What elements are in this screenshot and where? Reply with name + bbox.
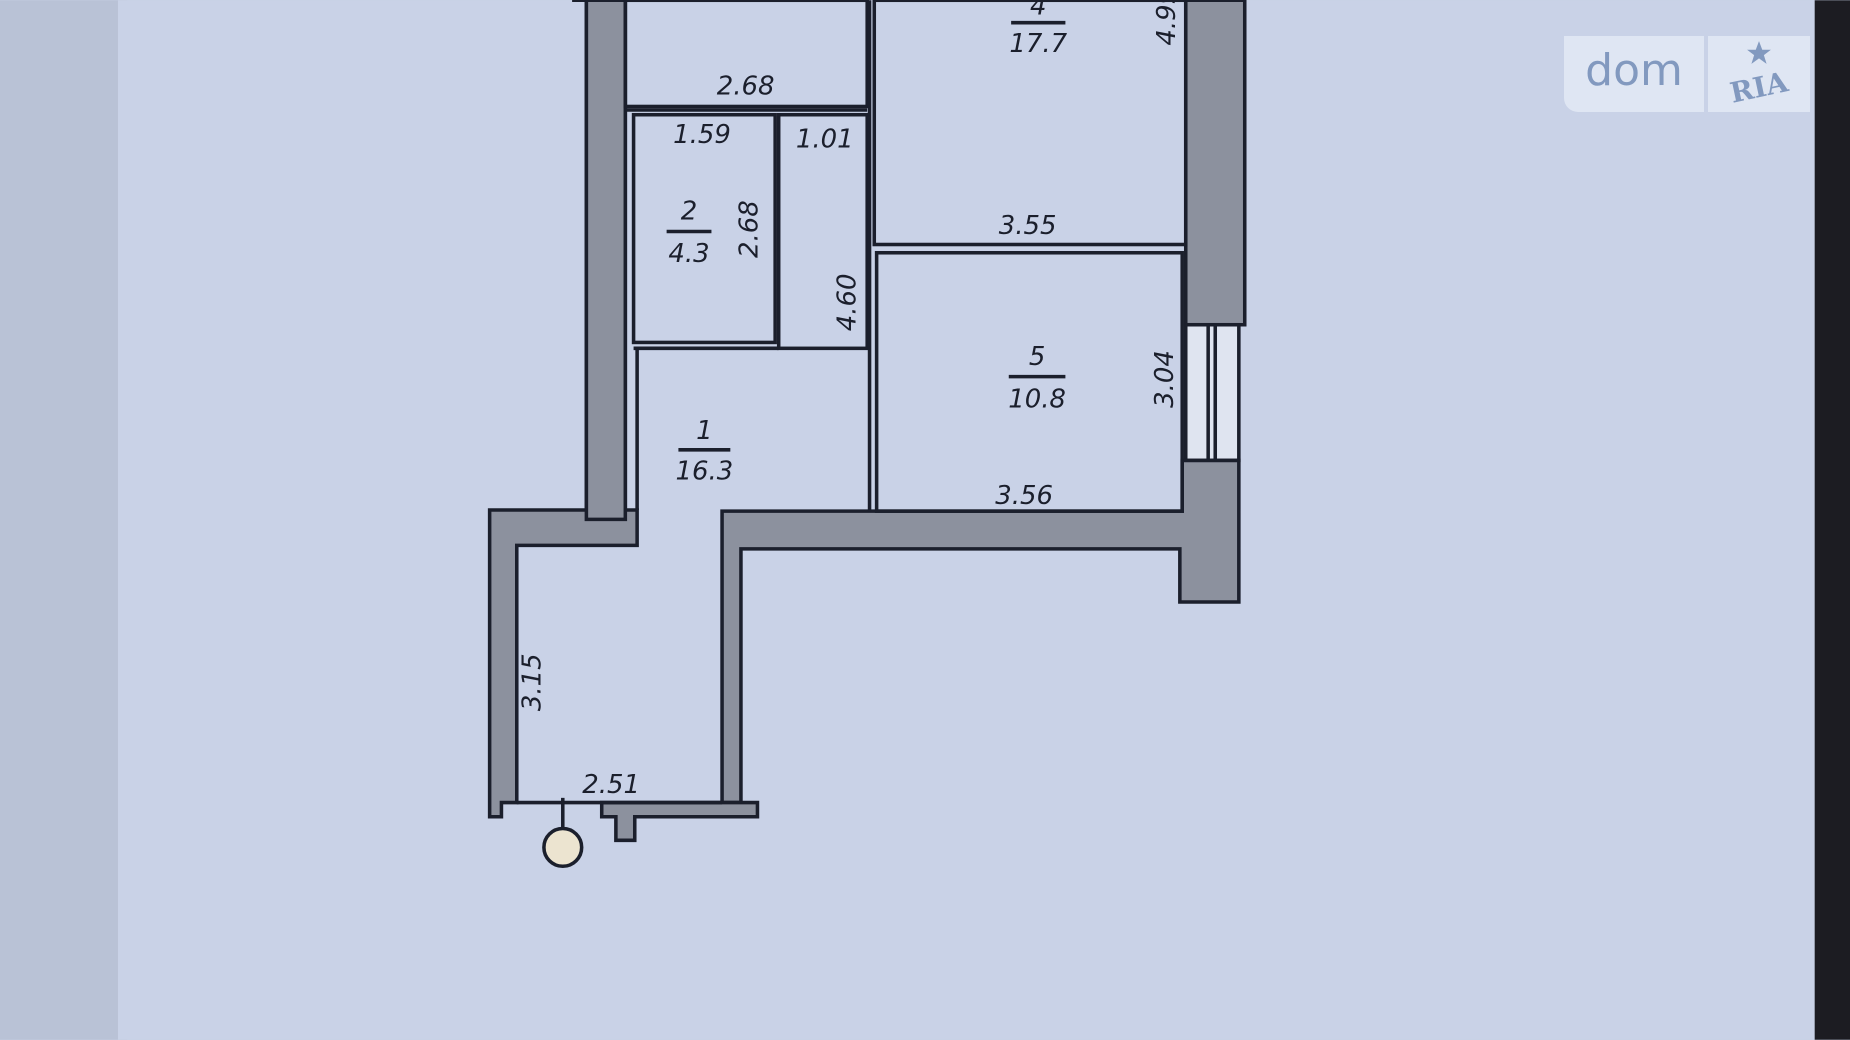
dim-room5-height: 3.04	[1150, 350, 1180, 408]
dim-room2-height: 2.68	[734, 200, 764, 258]
outer-wall-left-top	[572, 0, 628, 522]
watermark-dom: dom	[1564, 36, 1704, 112]
dim-room4-height: 4.99	[1152, 0, 1182, 46]
riser-pipe-icon	[542, 826, 584, 869]
corridor	[776, 112, 869, 351]
room-2	[631, 112, 777, 345]
room-4-area: 17.7	[1009, 29, 1067, 59]
watermark-ria-text: RIA	[1727, 65, 1791, 110]
dim-balcony-width: 2.51	[582, 770, 640, 800]
room-5	[874, 250, 1184, 513]
dim-balcony-height: 3.15	[517, 653, 547, 711]
balcony-sill	[599, 800, 760, 843]
window	[1183, 322, 1241, 463]
watermark-ria: RIA	[1708, 36, 1810, 112]
paper-edge-left	[0, 0, 128, 1040]
room-5-area: 10.8	[1008, 384, 1066, 414]
dim-room3-width: 2.68	[717, 72, 775, 102]
room-2-area: 4.3	[668, 239, 709, 269]
dim-corridor-length: 4.60	[832, 273, 862, 331]
room-3	[623, 0, 869, 109]
outer-wall-right	[1183, 0, 1247, 327]
dim-corridor-width: 1.01	[796, 125, 854, 155]
paper-edge-right	[1814, 0, 1850, 1040]
domria-watermark: dom RIA	[1564, 36, 1810, 112]
room-4-number: 4	[1030, 0, 1047, 21]
room-1-number: 1	[696, 416, 713, 446]
star-icon	[1747, 41, 1771, 64]
dim-room4-width: 3.55	[999, 211, 1057, 241]
room-4	[872, 0, 1188, 247]
room-5-number: 5	[1029, 342, 1046, 372]
dim-room2-width: 1.59	[673, 120, 731, 150]
dim-room5-width: 3.56	[995, 481, 1053, 511]
room-1-area: 16.3	[675, 456, 733, 486]
room-2-number: 2	[681, 197, 698, 227]
